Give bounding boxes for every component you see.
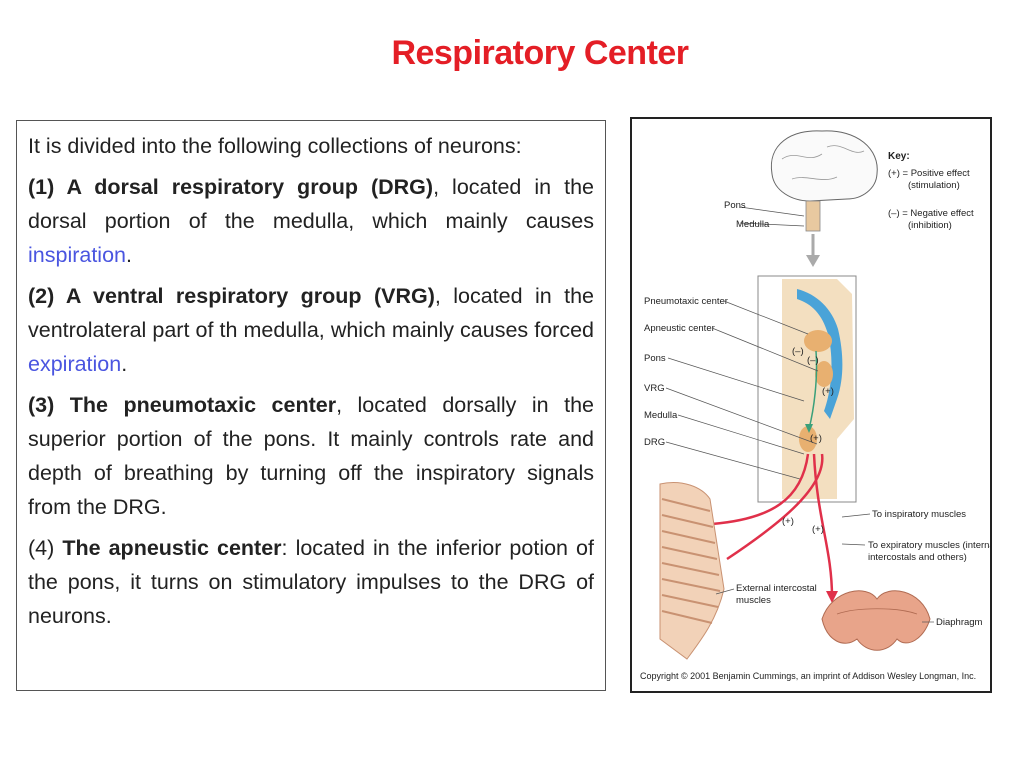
brainstem-panel: (–) (–) (+) (+) — [757, 275, 857, 503]
diaphragm-label: Diaphragm — [936, 617, 983, 628]
text-box: It is divided into the following collect… — [16, 120, 606, 691]
inspiration-term: inspiration — [28, 243, 126, 267]
ext-intercostal-label: External intercostal — [736, 583, 817, 594]
intro-paragraph: It is divided into the following collect… — [28, 129, 594, 163]
key-title: Key: — [888, 151, 910, 162]
key-positive: (+) = Positive effect — [888, 168, 970, 179]
brain-medulla-label: Medulla — [736, 219, 770, 230]
expiration-term: expiration — [28, 352, 122, 376]
apneustic-text: : located in the inferior potion of the … — [28, 536, 594, 628]
vrg-text: , located in the ventrolateral part of t… — [28, 284, 594, 342]
pneumotaxic-text: , located dorsally in the superior porti… — [28, 393, 594, 519]
pos-sign-4: (+) — [812, 524, 824, 535]
apneustic-heading: The apneustic center — [62, 536, 282, 560]
key-legend: Key: (+) = Positive effect (stimulation)… — [888, 151, 974, 231]
to-expiratory-label-2: intercostals and others) — [868, 552, 967, 563]
neg-sign-1: (–) — [792, 346, 804, 357]
medulla-label: Medulla — [644, 410, 678, 421]
vrg-end: . — [121, 352, 128, 376]
pos-sign-2: (+) — [810, 433, 822, 444]
apneustic-paragraph: (4) The apneustic center: located in the… — [28, 531, 594, 633]
intro-text: It is divided into the following collect… — [28, 134, 522, 158]
pos-sign-3: (+) — [782, 516, 794, 527]
pos-sign-1: (+) — [822, 386, 834, 397]
to-inspiratory-label: To inspiratory muscles — [872, 509, 966, 520]
pneumotaxic-nucleus — [804, 330, 832, 352]
diaphragm-shape — [821, 590, 931, 651]
apneustic-label: Apneustic center — [644, 323, 715, 334]
drg-nucleus — [799, 426, 817, 452]
muscle-labels: To inspiratory muscles To expiratory mus… — [715, 509, 990, 628]
drg-heading: (1) A dorsal respiratory group (DRG) — [28, 175, 434, 199]
page-title: Respiratory Center — [391, 34, 689, 72]
neg-sign-2: (–) — [807, 355, 819, 366]
to-expiratory-label: To expiratory muscles (internal — [868, 540, 990, 551]
copyright-text: Copyright © 2001 Benjamin Cummings, an i… — [640, 671, 976, 681]
apneustic-prefix: (4) — [28, 536, 63, 560]
brain-sketch: Pons Medulla — [724, 130, 878, 267]
pneumotaxic-label: Pneumotaxic center — [644, 296, 728, 307]
drg-paragraph: (1) A dorsal respiratory group (DRG), lo… — [28, 170, 594, 272]
pneumotaxic-paragraph: (3) The pneumotaxic center, located dors… — [28, 388, 594, 524]
key-negative-sub: (inhibition) — [908, 220, 952, 231]
brainstem-labels: Pneumotaxic center Apneustic center Pons… — [644, 296, 819, 480]
brain-pons-label: Pons — [724, 200, 746, 211]
apneustic-nucleus — [815, 361, 833, 387]
vrg-label: VRG — [644, 383, 665, 394]
ext-intercostal-label-2: muscles — [736, 595, 771, 606]
key-negative: (–) = Negative effect — [888, 208, 974, 219]
pneumotaxic-heading: (3) The pneumotaxic center — [28, 393, 337, 417]
pons-label: Pons — [644, 353, 666, 364]
respiratory-diagram: Pons Medulla Key: (+) = Positive effect … — [640, 130, 990, 681]
drg-label: DRG — [644, 437, 665, 448]
rib-cage — [659, 482, 725, 660]
key-positive-sub: (stimulation) — [908, 180, 960, 191]
drg-end: . — [126, 243, 132, 267]
drg-text: , located in the dorsal portion of the m… — [28, 175, 594, 233]
vrg-heading: (2) A ventral respiratory group (VRG) — [28, 284, 435, 308]
vrg-paragraph: (2) A ventral respiratory group (VRG), l… — [28, 279, 594, 381]
respiratory-center-figure: Pons Medulla Key: (+) = Positive effect … — [630, 117, 992, 693]
